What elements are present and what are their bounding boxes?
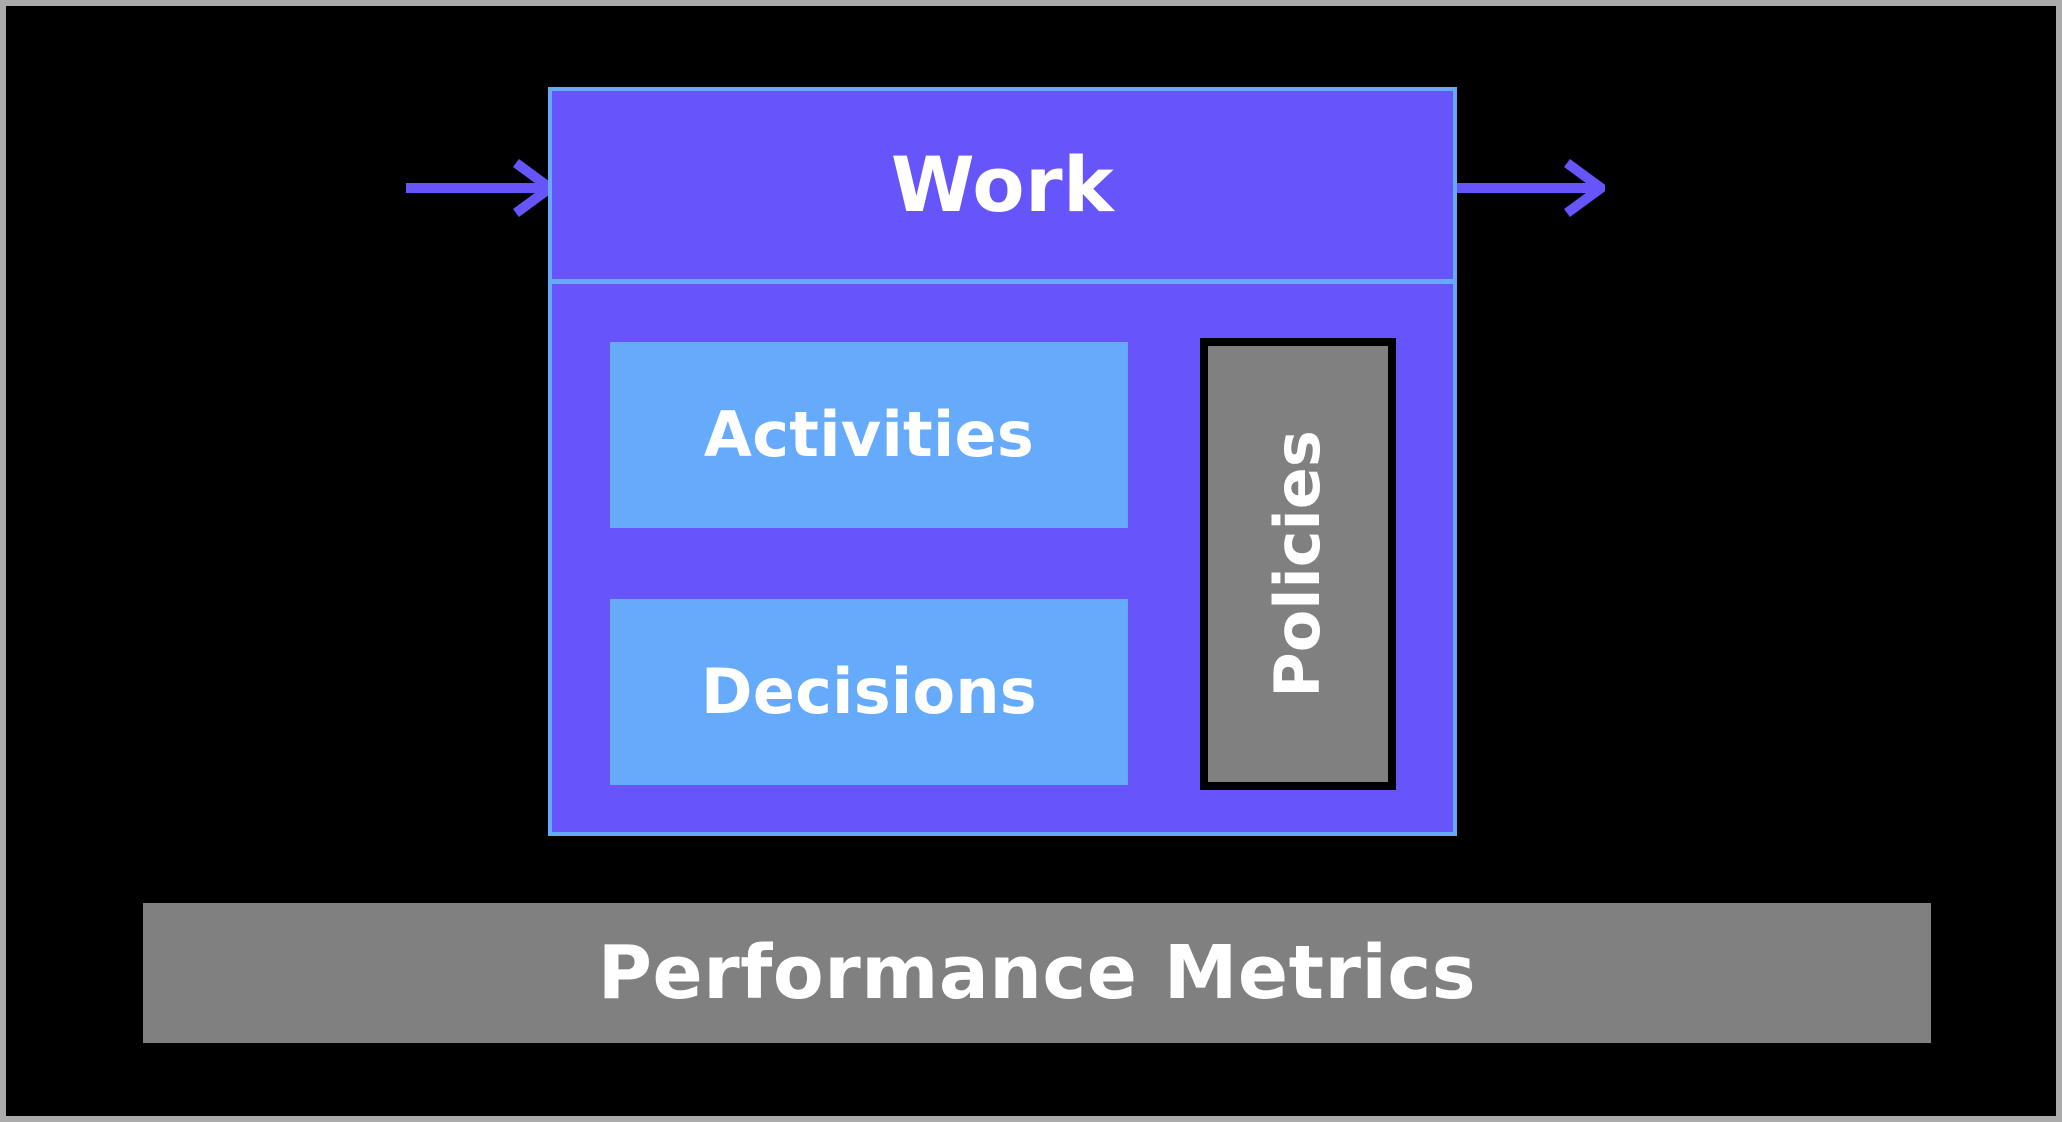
decisions-label: Decisions <box>700 655 1037 728</box>
work-title: Work <box>890 140 1115 229</box>
policies-box: Policies <box>1200 338 1396 790</box>
performance-metrics-bar: Performance Metrics <box>143 903 1931 1043</box>
decisions-box: Decisions <box>610 599 1128 785</box>
output-arrow <box>1455 157 1610 219</box>
arrow-right-icon <box>406 158 559 218</box>
activities-label: Activities <box>703 398 1035 471</box>
input-arrow <box>404 157 559 219</box>
work-body: Activities Decisions Policies <box>552 289 1453 832</box>
performance-metrics-label: Performance Metrics <box>597 930 1477 1016</box>
policies-label: Policies <box>1261 430 1334 698</box>
activities-box: Activities <box>610 342 1128 528</box>
work-header: Work <box>552 91 1453 284</box>
work-container: Work Activities Decisions Policies <box>548 87 1457 836</box>
arrow-right-icon <box>1457 158 1610 218</box>
